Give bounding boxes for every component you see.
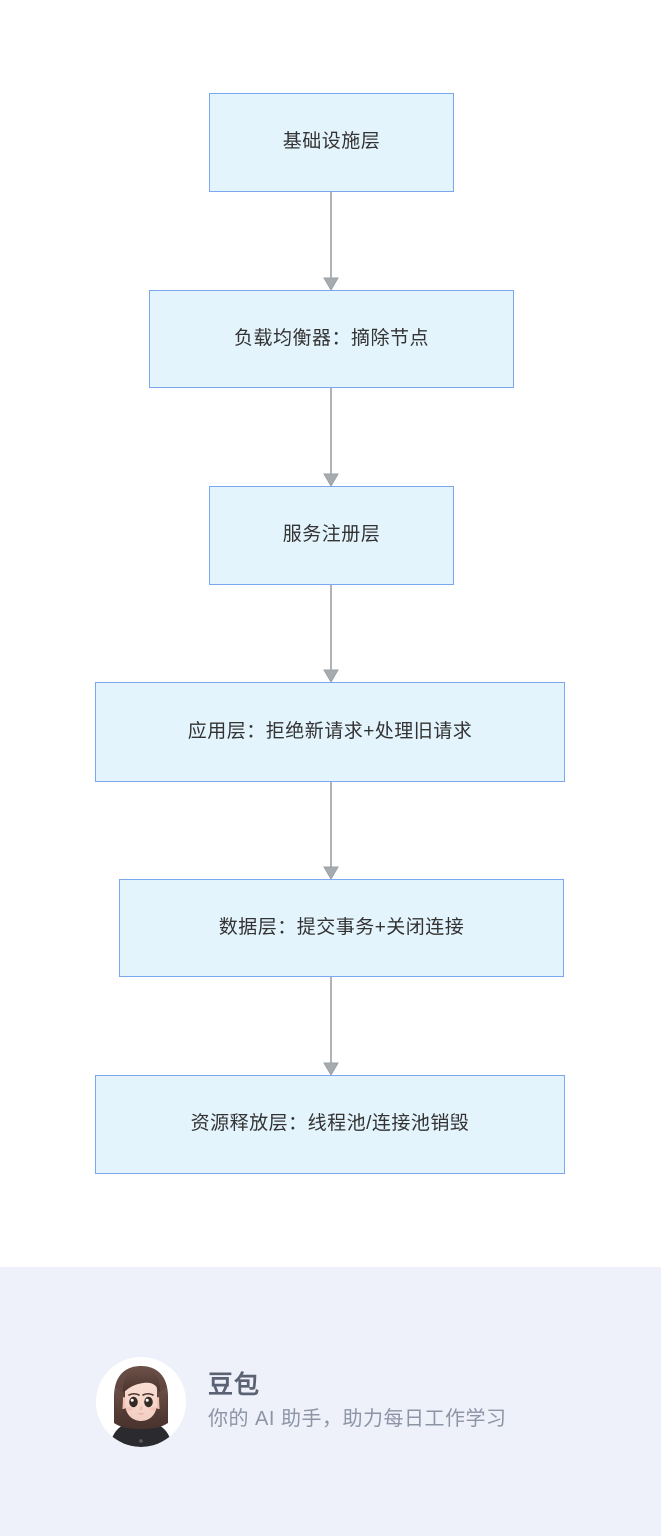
flow-connector-arrow <box>318 977 344 1076</box>
flow-node-n5[interactable]: 数据层：提交事务+关闭连接 <box>119 879 564 977</box>
flow-node-label: 数据层：提交事务+关闭连接 <box>218 916 465 938</box>
flow-connector-arrow <box>318 585 344 683</box>
flow-connector-arrow <box>318 388 344 487</box>
flow-node-n4[interactable]: 应用层：拒绝新请求+处理旧请求 <box>95 682 565 782</box>
flow-node-label: 基础设施层 <box>282 131 381 153</box>
brand-tagline: 你的 AI 助手，助力每日工作学习 <box>208 1408 507 1431</box>
avatar-illustration <box>96 1356 186 1447</box>
flow-node-n3[interactable]: 服务注册层 <box>209 486 454 585</box>
flow-node-label: 资源释放层：线程池/连接池销毁 <box>190 1113 470 1135</box>
flow-node-label: 负载均衡器：摘除节点 <box>233 327 429 349</box>
flow-connector-arrow <box>318 782 344 880</box>
flow-node-n1[interactable]: 基础设施层 <box>209 93 454 192</box>
flow-node-label: 服务注册层 <box>282 524 381 546</box>
footer-branding-bar: 豆包 你的 AI 助手，助力每日工作学习 <box>0 1267 661 1536</box>
brand-name: 豆包 <box>208 1370 261 1399</box>
brand-text-block: 豆包 你的 AI 助手，助力每日工作学习 <box>208 1370 507 1433</box>
avatar <box>96 1356 186 1447</box>
flowchart-canvas: 基础设施层负载均衡器：摘除节点服务注册层应用层：拒绝新请求+处理旧请求数据层：提… <box>95 93 565 1174</box>
flow-node-n2[interactable]: 负载均衡器：摘除节点 <box>149 290 514 388</box>
flow-node-n6[interactable]: 资源释放层：线程池/连接池销毁 <box>95 1075 565 1174</box>
flow-node-label: 应用层：拒绝新请求+处理旧请求 <box>187 720 473 742</box>
flow-connector-arrow <box>318 192 344 291</box>
